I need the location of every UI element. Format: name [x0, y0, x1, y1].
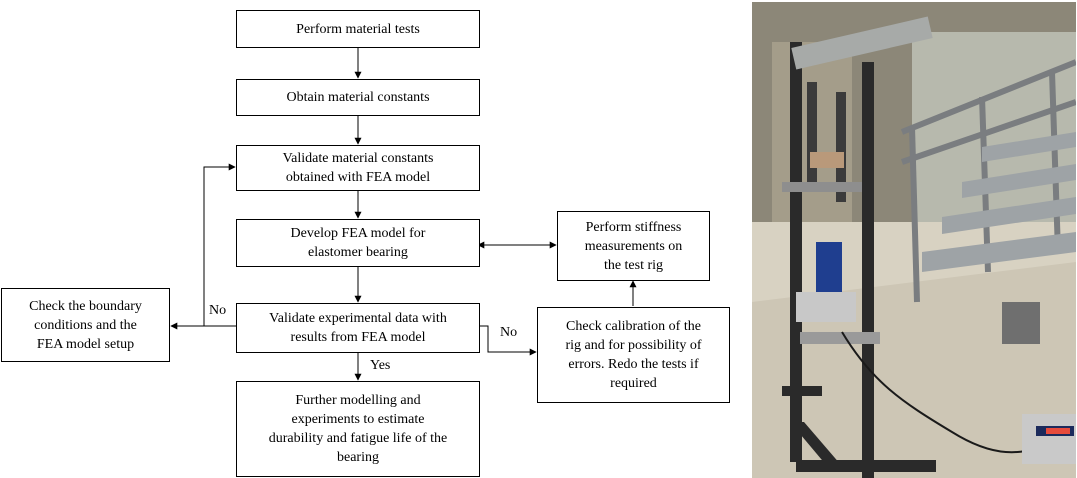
edge-label-yes: Yes	[370, 358, 391, 373]
node-develop-fea-model: Develop FEA model for elastomer bearing	[236, 219, 480, 267]
node-perform-stiffness-measurements: Perform stiffness measurements on the te…	[557, 211, 710, 281]
node-check-boundary-conditions: Check the boundary conditions and the FE…	[1, 288, 170, 362]
arrow-loop-back-to-validate	[203, 163, 236, 326]
node-check-calibration: Check calibration of the rig and for pos…	[537, 307, 730, 403]
node-validate-experimental-data: Validate experimental data with results …	[236, 303, 480, 353]
node-validate-material-constants: Validate material constants obtained wit…	[236, 145, 480, 191]
test-rig-illustration	[752, 2, 1076, 478]
edge-label-no-right: No	[500, 325, 518, 340]
flowchart-connectors	[170, 48, 637, 381]
node-perform-material-tests: Perform material tests	[236, 10, 480, 48]
node-further-modelling: Further modelling and experiments to est…	[236, 381, 480, 477]
arrow-experimental-to-calibration	[478, 325, 537, 356]
node-obtain-material-constants: Obtain material constants	[236, 79, 480, 116]
test-rig-photo	[752, 2, 1076, 478]
edge-label-no-left: No	[209, 303, 227, 318]
